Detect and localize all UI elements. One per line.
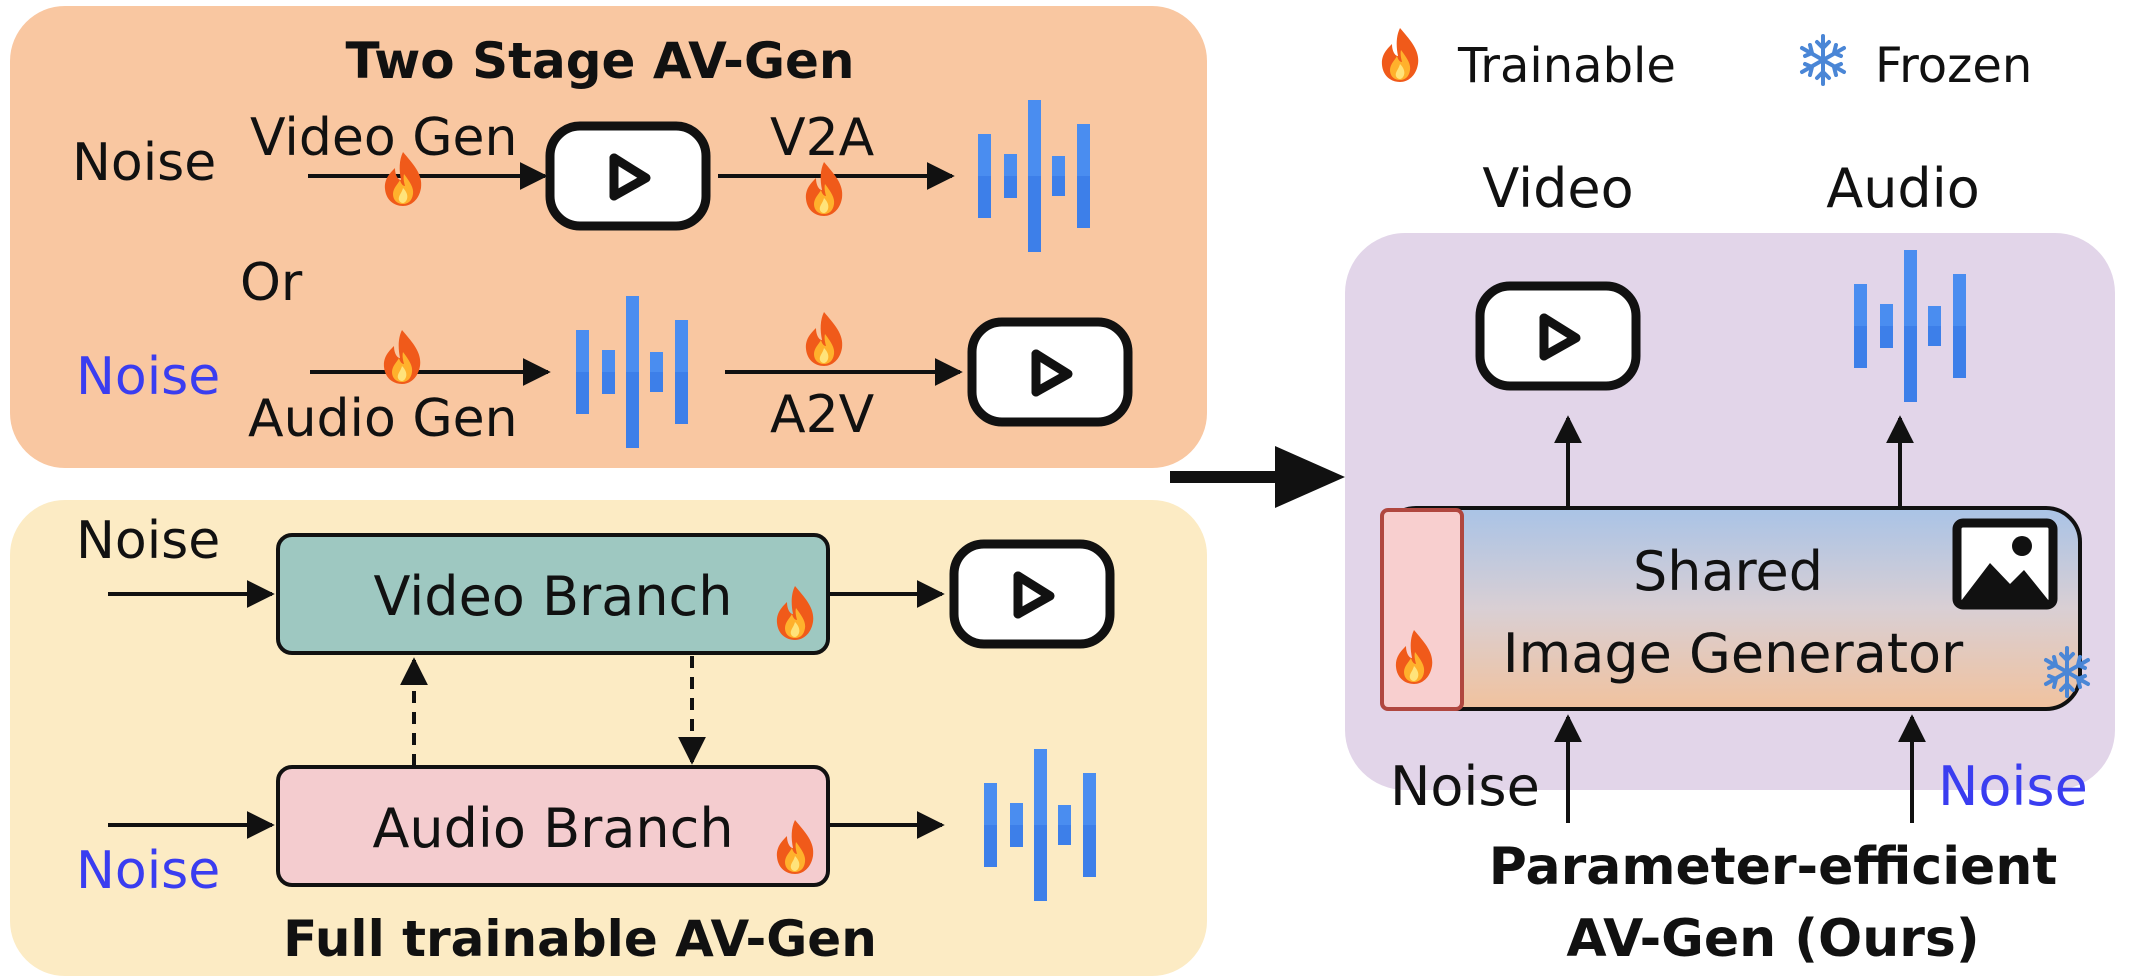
noise-right-label: Noise xyxy=(1938,755,2088,818)
fire-icon xyxy=(1381,28,1419,82)
shared-label-line2: Image Generator xyxy=(1503,622,1964,685)
or-label: Or xyxy=(240,253,303,313)
two-stage-title: Two Stage AV-Gen xyxy=(346,32,855,90)
noise-label-top: Noise xyxy=(72,133,216,193)
video-gen-label: Video Gen xyxy=(250,108,517,168)
ours-caption-line2: AV-Gen (Ours) xyxy=(1566,909,1979,969)
two-stage-panel xyxy=(10,6,1207,468)
full-trainable-title: Full trainable AV-Gen xyxy=(283,910,877,968)
v2a-label: V2A xyxy=(770,108,875,168)
to-ours-arrowhead xyxy=(1275,446,1345,508)
video-output-label: Video xyxy=(1482,157,1633,220)
video-branch-label: Video Branch xyxy=(374,565,733,628)
ours-caption-line1: Parameter-efficient xyxy=(1489,837,2057,897)
audio-branch-label: Audio Branch xyxy=(372,797,733,860)
noise-left-label: Noise xyxy=(1390,755,1540,818)
video-play-icon xyxy=(1480,286,1636,386)
noise-label-top: Noise xyxy=(76,511,220,571)
video-play-icon xyxy=(954,544,1110,644)
video-play-icon xyxy=(972,322,1128,422)
image-icon xyxy=(1952,518,2058,610)
shared-label-line1: Shared xyxy=(1633,540,1823,603)
noise-label-bottom: Noise xyxy=(76,841,220,901)
trainable-label: Trainable xyxy=(1457,38,1676,94)
audio-output-label: Audio xyxy=(1826,157,1979,220)
a2v-label: A2V xyxy=(770,385,875,445)
frozen-label: Frozen xyxy=(1875,38,2032,94)
noise-label-bottom: Noise xyxy=(76,347,220,407)
video-play-icon xyxy=(550,126,706,226)
audio-gen-label: Audio Gen xyxy=(248,389,518,449)
snowflake-icon xyxy=(1800,34,1846,86)
